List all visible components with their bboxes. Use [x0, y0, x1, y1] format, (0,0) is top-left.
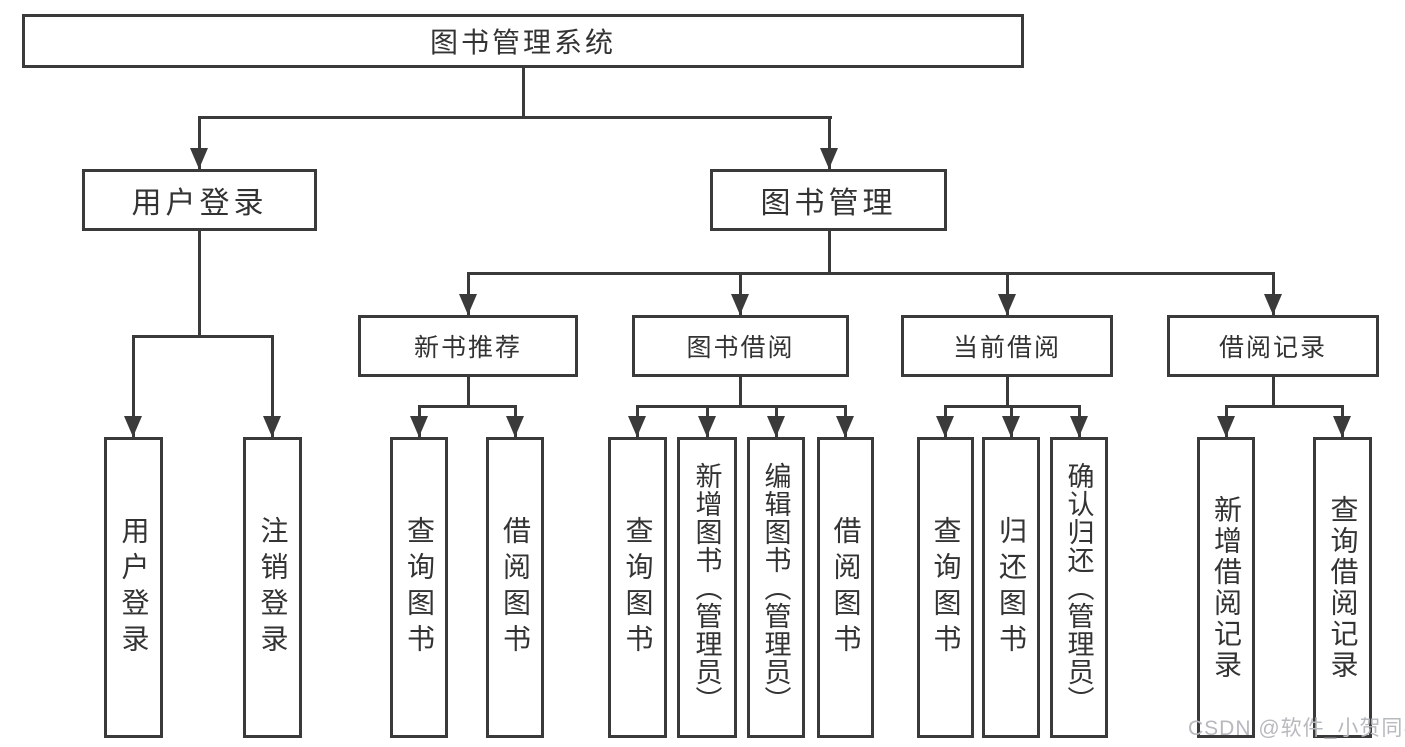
connector-hline [418, 405, 517, 408]
connector-vline [271, 335, 274, 437]
connector-vline [1272, 272, 1275, 315]
node-br-add-record: 新增借阅记录 [1197, 437, 1255, 738]
arrow-down-icon [836, 416, 854, 437]
arrow-down-icon [506, 416, 524, 437]
node-login: 用户登录 [104, 437, 163, 738]
node-br-query-record: 查询借阅记录 [1313, 437, 1372, 738]
arrow-down-icon [698, 416, 716, 437]
node-library-system: 图书管理系统 [22, 14, 1024, 68]
connector-hline [636, 405, 847, 408]
connector-vline [1272, 377, 1275, 407]
connector-vline [467, 377, 470, 407]
connector-vline [1006, 377, 1009, 407]
arrow-down-icon [410, 416, 428, 437]
connector-vline [1006, 272, 1009, 315]
arrow-down-icon [820, 148, 838, 169]
connector-hline [198, 116, 832, 119]
node-bb-borrow-book: 借阅图书 [817, 437, 874, 738]
connector-vline [739, 377, 742, 407]
connector-vline [198, 116, 201, 169]
node-cb-query-book: 查询图书 [917, 437, 974, 738]
arrow-down-icon [124, 416, 142, 437]
arrow-down-icon [936, 416, 954, 437]
arrow-down-icon [1217, 416, 1235, 437]
arrow-down-icon [190, 148, 208, 169]
node-borrowing-records: 借阅记录 [1167, 315, 1379, 377]
connector-vline [522, 66, 525, 118]
arrow-down-icon [731, 294, 749, 315]
arrow-down-icon [628, 416, 646, 437]
node-user-login: 用户登录 [82, 169, 317, 231]
node-book-management: 图书管理 [710, 169, 947, 231]
node-logout: 注销登录 [243, 437, 302, 738]
watermark-text: CSDN @软件_小贺同学 [1188, 717, 1405, 740]
connector-vline [467, 272, 470, 315]
arrow-down-icon [1264, 294, 1282, 315]
arrow-down-icon [998, 294, 1016, 315]
arrow-down-icon [1333, 416, 1351, 437]
node-bb-edit-book: 编辑图书（管理员） [747, 437, 805, 738]
node-new-book-recommend: 新书推荐 [358, 315, 578, 377]
node-bb-add-book: 新增图书（管理员） [677, 437, 737, 738]
connector-hline [467, 272, 1274, 275]
arrow-down-icon [1002, 416, 1020, 437]
node-current-borrowing: 当前借阅 [901, 315, 1113, 377]
connector-vline [739, 272, 742, 315]
connector-vline [198, 231, 201, 338]
node-bb-query-book: 查询图书 [608, 437, 667, 738]
node-nb-borrow-book: 借阅图书 [486, 437, 544, 738]
connector-vline [828, 231, 831, 274]
arrow-down-icon [1070, 416, 1088, 437]
node-book-borrowing: 图书借阅 [632, 315, 849, 377]
connector-hline [132, 335, 274, 338]
arrow-down-icon [767, 416, 785, 437]
node-nb-query-book: 查询图书 [390, 437, 448, 738]
node-cb-confirm-return: 确认归还（管理员） [1050, 437, 1108, 738]
node-cb-return-book: 归还图书 [982, 437, 1040, 738]
connector-hline [1225, 405, 1344, 408]
connector-vline [828, 116, 831, 169]
arrow-down-icon [263, 416, 281, 437]
arrow-down-icon [459, 294, 477, 315]
connector-vline [132, 335, 135, 437]
